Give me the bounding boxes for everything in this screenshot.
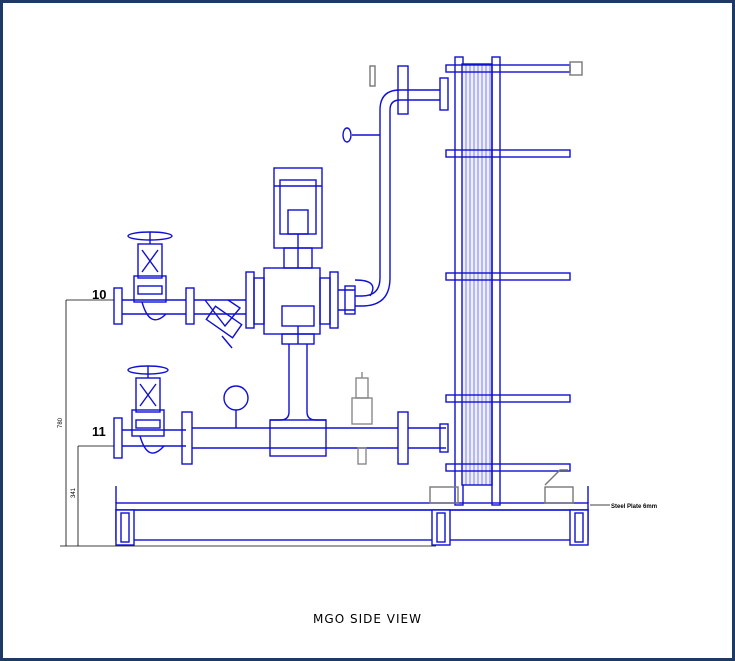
tag-lower: 11 <box>92 424 106 439</box>
dim-tall-label: 780 <box>58 417 64 428</box>
connection-pipe <box>270 333 326 421</box>
dimensions <box>60 299 610 547</box>
pressure-gauge <box>223 385 249 428</box>
dim-short-label: 341 <box>71 487 77 498</box>
drawing-canvas <box>3 3 732 658</box>
y-strainer <box>204 299 243 349</box>
relief-valve <box>351 372 373 465</box>
steel-plate-note: Steel Plate 6mm <box>611 504 657 510</box>
lower-line <box>113 411 449 465</box>
plate-heat-exchanger <box>429 56 583 506</box>
globe-valve-upper <box>127 231 173 321</box>
control-valve <box>273 167 323 344</box>
globe-valve-lower <box>127 365 169 454</box>
tag-upper: 10 <box>92 287 106 302</box>
drawing-caption: MGO SIDE VIEW <box>313 612 422 626</box>
riser-pipe <box>342 65 449 307</box>
base-skid <box>115 486 589 546</box>
